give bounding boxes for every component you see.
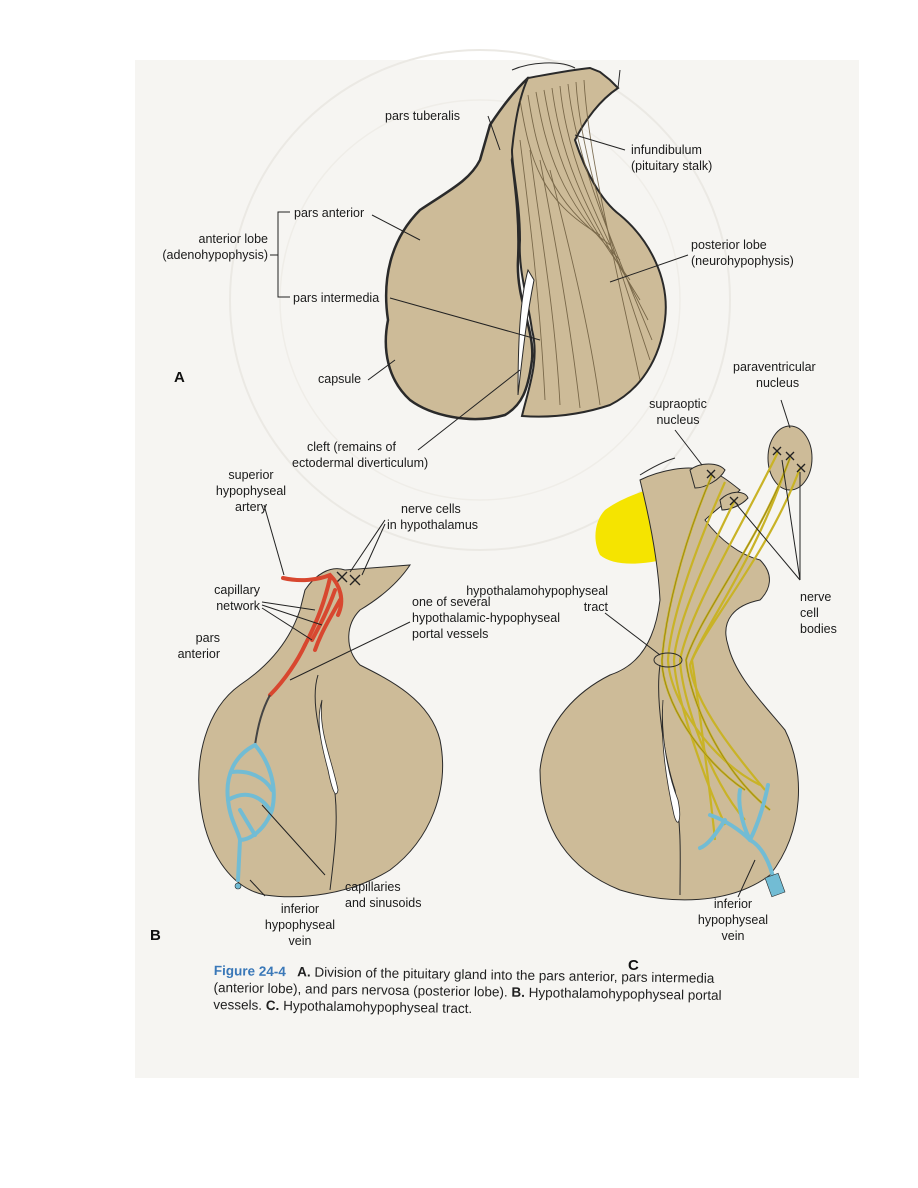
label-pars-intermedia: pars intermedia: [293, 291, 380, 305]
label-paraventricular: paraventricular: [733, 360, 816, 374]
caption-c-text: Hypothalamohypophyseal tract.: [283, 998, 473, 1017]
panel-label-c: C: [628, 957, 639, 974]
label-neurohypophysis: (neurohypophysis): [691, 254, 794, 268]
caption-c-label: C.: [265, 997, 280, 1014]
label-bodies: bodies: [800, 622, 837, 636]
label-one-of-several: one of several: [412, 595, 491, 609]
label-infundibulum: infundibulum: [631, 143, 702, 157]
label-pars: pars: [195, 631, 220, 645]
label-pars-tuberalis: pars tuberalis: [385, 109, 461, 123]
panel-label-a: A: [174, 369, 185, 386]
label-hypothalamohypophyseal: hypothalamohypophyseal: [466, 584, 608, 598]
label-paraventricular-nucleus: nucleus: [756, 376, 800, 390]
label-supraoptic-nucleus: nucleus: [656, 413, 700, 427]
label-inferior-c: inferior: [713, 897, 753, 911]
label-capsule: capsule: [318, 372, 362, 386]
diagram-b-portal-vessels: [198, 504, 444, 898]
figure-caption: Figure 24-4 A. Division of the pituitary…: [213, 962, 754, 1021]
label-hypophyseal-c: hypophyseal: [697, 913, 769, 927]
label-portal-vessels: portal vessels: [412, 627, 489, 641]
label-network: network: [216, 599, 260, 613]
label-vein-c: vein: [721, 929, 745, 943]
label-ectodermal-diverticulum: ectodermal diverticulum): [292, 456, 429, 470]
label-and-sinusoids: and sinusoids: [345, 896, 422, 910]
label-hypothalamic-hypophyseal: hypothalamic-hypophyseal: [412, 611, 561, 625]
label-in-hypothalamus: in hypothalamus: [387, 518, 479, 532]
label-pituitary-stalk: (pituitary stalk): [631, 159, 713, 173]
posterior-lobe-shape: [510, 66, 667, 418]
caption-b-label: B.: [511, 984, 526, 1000]
label-supraoptic: supraoptic: [649, 397, 707, 411]
label-capillaries: capillaries: [345, 880, 401, 894]
diagram-c-hypothalamohypophyseal-tract: [539, 399, 813, 901]
label-artery: artery: [235, 500, 267, 514]
label-cleft: cleft (remains of: [307, 440, 396, 454]
label-posterior-lobe: posterior lobe: [691, 238, 767, 252]
label-superior-hypophyseal: hypophyseal: [215, 484, 287, 498]
label-cell: cell: [800, 606, 819, 620]
label-adenohypophysis: (adenohypophysis): [162, 248, 268, 262]
label-tract: tract: [583, 600, 608, 614]
caption-a-label: A.: [297, 964, 311, 980]
label-vein-b: vein: [288, 934, 312, 948]
figure-number: Figure 24-4: [213, 962, 287, 980]
label-anterior-lobe: anterior lobe: [198, 232, 269, 246]
diagram-a-pituitary-division: [270, 62, 689, 451]
label-superior: superior: [228, 468, 274, 482]
panel-label-b: B: [150, 927, 161, 944]
label-nerve: nerve: [800, 590, 832, 604]
cleft-shape: [517, 268, 535, 396]
gland-c-shape: [539, 467, 799, 901]
label-nerve-cells: nerve cells: [401, 502, 461, 516]
label-anterior: anterior: [177, 647, 220, 661]
label-inferior-b: inferior: [280, 902, 320, 916]
label-hypophyseal-b: hypophyseal: [264, 918, 336, 932]
label-pars-anterior-a: pars anterior: [294, 206, 365, 220]
label-capillary: capillary: [214, 583, 260, 597]
